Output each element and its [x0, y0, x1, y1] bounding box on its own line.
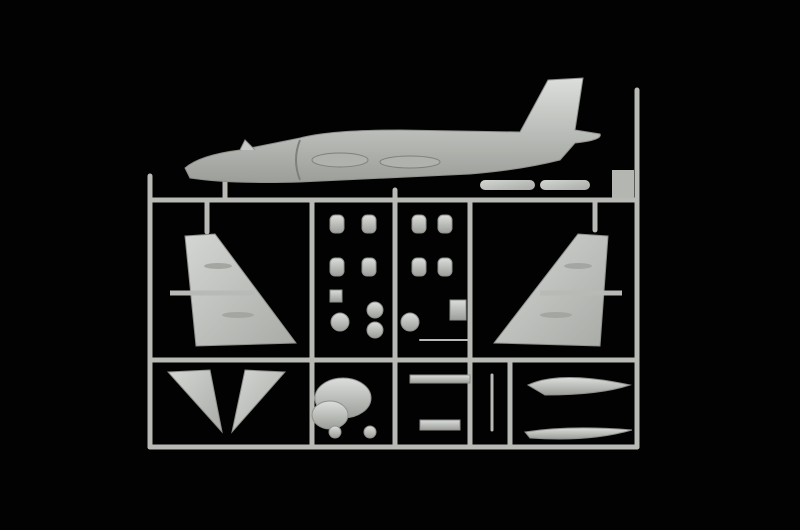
left-wing-part [170, 233, 297, 347]
small-parts [311, 214, 471, 439]
right-wing-part [493, 233, 622, 347]
sprue-frame [147, 87, 640, 450]
tailplane-parts [166, 369, 287, 434]
intake-parts [524, 377, 633, 440]
sprue-tab [612, 170, 634, 198]
fuselage-part [184, 77, 601, 190]
